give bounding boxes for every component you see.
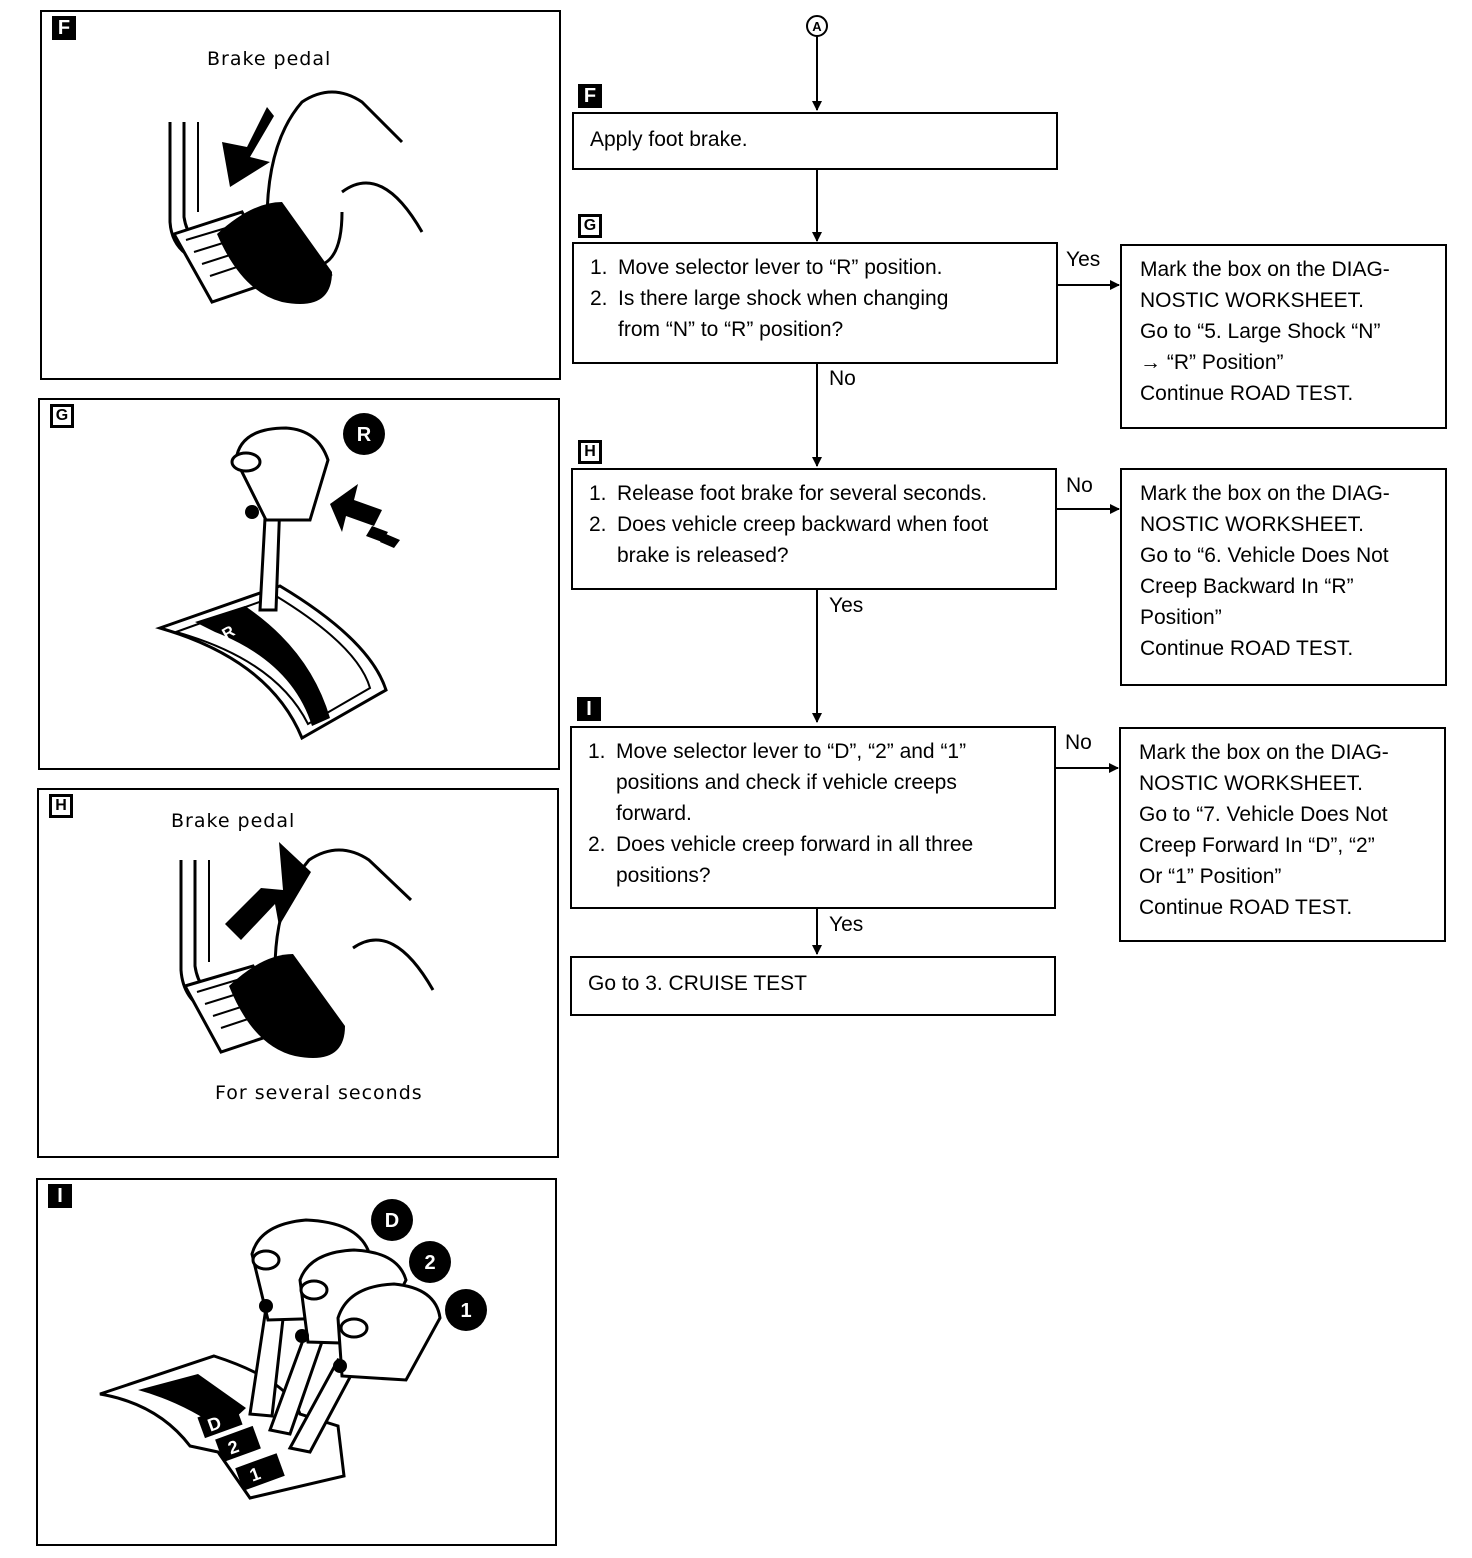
illustration-panel-h: H Brake pedal For several seconds [37, 788, 559, 1158]
panel-h-footer: For several seconds [215, 1082, 423, 1104]
step-letter-i: I [577, 697, 601, 721]
step-g-box: 1.Move selector lever to “R” position. 2… [572, 242, 1058, 364]
connector-a-label: A [812, 19, 822, 34]
step-i-item-2: 2.Does vehicle creep forward in all thre… [588, 833, 974, 887]
step-letter-g: G [578, 214, 602, 238]
connector-a-circle [806, 15, 828, 37]
gate-letter-d: D [205, 1412, 224, 1435]
step-g-no-label: No [829, 367, 856, 390]
step-h-box: 1.Release foot brake for several seconds… [571, 468, 1057, 590]
step-letter-h: H [578, 440, 602, 464]
step-g-yes-label: Yes [1066, 248, 1101, 271]
result-g-box: Mark the box on the DIAG- NOSTIC WORKSHE… [1120, 244, 1447, 429]
brake-pedal-press-drawing [168, 90, 424, 304]
panel-letter-h: H [49, 794, 73, 818]
step-h-yes-label: Yes [829, 594, 864, 617]
step-h-item-1: 1.Release foot brake for several seconds… [589, 482, 988, 505]
panel-letter-f: F [52, 16, 76, 40]
illustration-panel-g: G R R [38, 398, 560, 770]
panel-h-caption: Brake pedal [171, 810, 296, 832]
step-letter-f: F [578, 84, 602, 108]
illustration-panel-i: I D 2 1 D 2 1 [36, 1178, 557, 1546]
step-i-yes-label: Yes [829, 913, 864, 936]
position-badge-r: R [357, 424, 372, 446]
step-i-list: 1.Move selector lever to “D”, “2” and “1… [588, 736, 1042, 891]
result-h-box: Mark the box on the DIAG- NOSTIC WORKSHE… [1120, 468, 1447, 686]
position-badge-1: 1 [460, 1300, 471, 1322]
step-h-list: 1.Release foot brake for several seconds… [589, 478, 1043, 571]
panel-letter-g: G [50, 404, 74, 428]
end-text: Go to 3. CRUISE TEST [588, 972, 808, 995]
result-i-box: Mark the box on the DIAG- NOSTIC WORKSHE… [1119, 727, 1446, 942]
step-i-item-1: 1.Move selector lever to “D”, “2” and “1… [588, 740, 967, 825]
position-badge-2: 2 [424, 1252, 435, 1274]
step-i-no-label: No [1065, 731, 1092, 754]
step-h-no-label: No [1066, 474, 1093, 497]
position-badge-d: D [385, 1210, 399, 1232]
panel-f-caption: Brake pedal [207, 48, 332, 70]
illustration-panel-f: F Brake pedal [40, 10, 561, 380]
step-g-list: 1.Move selector lever to “R” position. 2… [590, 252, 1044, 345]
end-box: Go to 3. CRUISE TEST [570, 956, 1056, 1016]
brake-pedal-release-drawing [179, 842, 435, 1058]
step-i-box: 1.Move selector lever to “D”, “2” and “1… [570, 726, 1056, 909]
selector-lever-d21-drawing: D 2 1 D 2 1 [99, 1199, 487, 1500]
step-g-item-1: 1.Move selector lever to “R” position. [590, 256, 943, 279]
step-f-text: Apply foot brake. [590, 128, 748, 151]
step-f-box: Apply foot brake. [572, 112, 1058, 170]
panel-letter-i: I [48, 1184, 72, 1208]
selector-lever-r-drawing: R R [155, 413, 400, 741]
